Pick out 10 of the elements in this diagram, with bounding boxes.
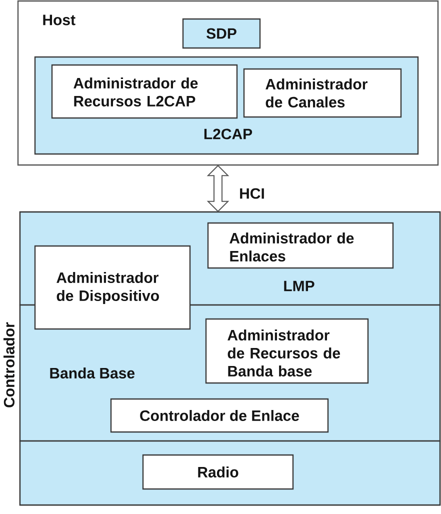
module-box: Administrador de Recursos de Banda base xyxy=(205,318,369,384)
module-box: SDP xyxy=(182,18,261,49)
module-box: Administrador de Recursos L2CAP xyxy=(51,64,238,119)
module-box: Radio xyxy=(142,454,294,490)
edge-label: HCI xyxy=(238,187,266,200)
module-box: Controlador de Enlace xyxy=(110,398,329,433)
module-box: Administrador de Enlaces xyxy=(207,222,394,269)
module-box: Administrador de Dispositivo xyxy=(34,245,191,330)
node-label: Controlador xyxy=(3,322,14,408)
module-box: Administrador de Canales xyxy=(243,68,402,118)
